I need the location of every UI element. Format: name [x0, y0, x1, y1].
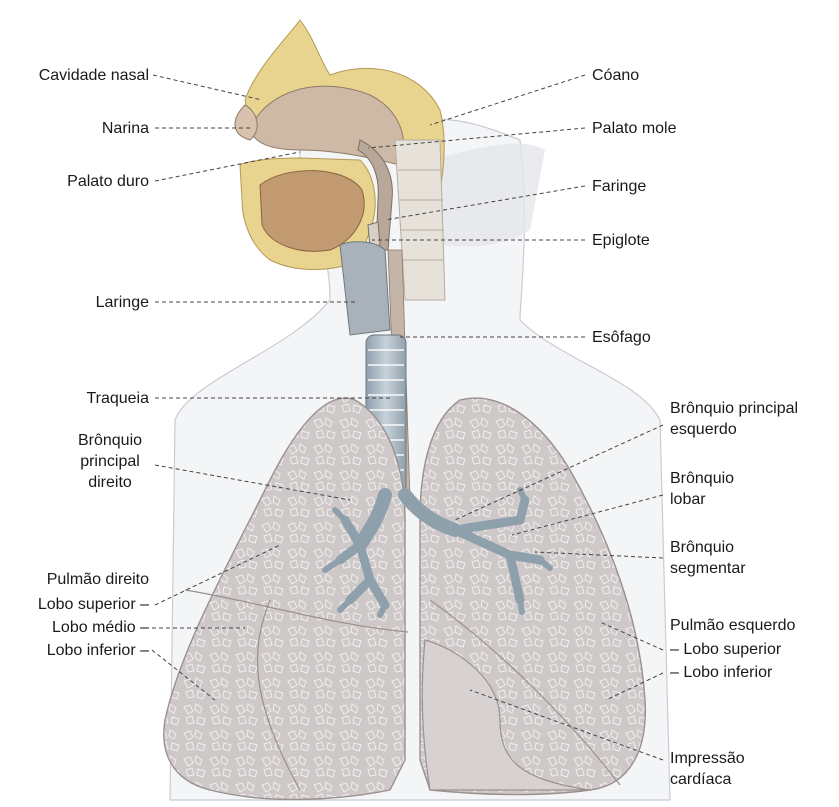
label-palato-duro: Palato duro [67, 173, 149, 190]
label-traqueia: Traqueia [86, 390, 149, 407]
label-bronquio-segmentar-line1: Brônquio [670, 539, 735, 556]
left-lung-fissure [429, 599, 621, 786]
label-epiglote: Epiglote [592, 232, 650, 249]
label-bronquio-segmentar-line2: segmentar [670, 560, 746, 577]
nose [234, 104, 258, 141]
label-faringe: Faringe [592, 178, 647, 195]
label-bronquio-lobar: Brônquio lobar [670, 468, 734, 510]
label-pulmao-direito: Pulmão direito [46, 571, 149, 588]
label-bronquio-principal-esquerdo: Brônquio principal esquerdo [670, 398, 798, 440]
tongue [259, 170, 365, 252]
neck-shading [420, 143, 545, 247]
label-coano: Cóano [592, 67, 640, 84]
vertebra-lines [398, 169, 444, 261]
label-impressao-cardiaca-line2: cardíaca [670, 771, 732, 788]
right-lung-fissure-horizontal [184, 589, 409, 633]
label-impressao-cardiaca: Impressão cardíaca [670, 748, 745, 790]
label-bronquio-lobar-line1: Brônquio [670, 470, 735, 487]
label-cavidade-nasal: Cavidade nasal [38, 67, 149, 84]
label-bronquio-principal-esquerdo-line2: esquerdo [670, 421, 737, 438]
label-bronquio-principal-direito-line2: principal [80, 453, 140, 470]
epiglottis [367, 221, 381, 249]
label-pulmao-esquerdo: Pulmão esquerdo [670, 617, 796, 634]
label-bronquio-segmentar: Brônquio segmentar [670, 537, 746, 579]
label-lobo-superior-esquerdo: – Lobo superior [670, 641, 782, 658]
label-impressao-cardiaca-line1: Impressão [670, 750, 745, 767]
label-bronquio-principal-direito: Brônquio principal direito [60, 430, 160, 493]
label-lobo-medio: Lobo médio – [52, 619, 149, 636]
bronchial-tree [322, 487, 553, 618]
leader-lines [151, 74, 664, 761]
label-lobo-inferior-direito: Lobo inferior – [46, 642, 149, 659]
label-bronquio-principal-esquerdo-line1: Brônquio principal [670, 400, 799, 417]
label-bronquio-principal-direito-line1: Brônquio [77, 432, 143, 449]
label-laringe: Laringe [95, 294, 149, 311]
cardiac-impression [421, 639, 591, 791]
label-bronquio-principal-direito-line3: direito [88, 474, 132, 491]
right-lung-fissure-oblique [256, 599, 301, 791]
label-lobo-inferior-esquerdo: – Lobo inferior [670, 664, 773, 681]
label-narina: Narina [101, 120, 149, 137]
larynx [339, 241, 391, 336]
label-palato-mole: Palato mole [592, 120, 677, 137]
label-bronquio-lobar-line2: lobar [670, 491, 706, 508]
label-esofago: Esôfago [592, 329, 651, 346]
label-lobo-superior-direito: Lobo superior – [37, 596, 149, 613]
